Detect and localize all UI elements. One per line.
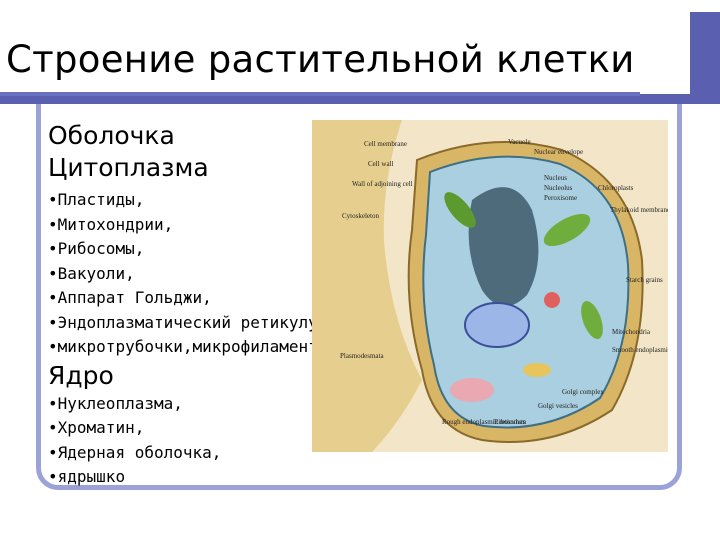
label-smooth-er: Smooth endoplasmic reticulum xyxy=(612,346,668,354)
label-wall-adjoining: Wall of adjoining cell xyxy=(352,180,413,188)
label-golgi-vesicles: Golgi vesicles xyxy=(538,402,578,410)
list-item: •ядрышко xyxy=(48,467,126,486)
label-peroxisome: Peroxisome xyxy=(544,194,577,202)
title-box xyxy=(0,12,690,94)
label-starch: Starch grains xyxy=(626,276,663,284)
label-mitochondria: Mitochondria xyxy=(612,328,651,336)
vacuole-shape xyxy=(468,187,539,307)
nucleus-shape xyxy=(464,302,530,348)
chloroplast-shape xyxy=(543,213,591,247)
adjoining-cell-wall xyxy=(312,120,422,452)
content-frame xyxy=(36,104,682,490)
label-cell-wall: Cell wall xyxy=(368,160,394,168)
mitochondrion-shape xyxy=(544,292,560,308)
list-item: •Рибосомы, xyxy=(48,239,145,258)
list-item: •Аппарат Гольджи, xyxy=(48,288,212,307)
list-item: •микротрубочки,микрофиламенты xyxy=(48,337,328,356)
label-vacuole: Vacuole xyxy=(508,138,531,146)
list-item: •Ядерная оболочка, xyxy=(48,442,222,462)
title-rule xyxy=(0,92,640,96)
list-item: •Хроматин, xyxy=(48,418,145,437)
label-golgi-complex: Golgi complex xyxy=(562,388,604,396)
plant-cell-illustration: Cell membrane Cell wall Wall of adjoinin… xyxy=(312,120,668,452)
heading-nucleus: Ядро xyxy=(48,360,114,390)
list-item: •Эндоплазматический ретикулум, xyxy=(48,312,337,332)
label-nuclear-envelope: Nuclear envelope xyxy=(534,148,583,156)
chloroplast-shape xyxy=(444,192,476,228)
heading-membrane: Оболочка xyxy=(48,121,175,150)
list-item: •Вакуоли, xyxy=(48,263,135,283)
chloroplast-shape xyxy=(581,300,603,340)
label-nucleus: Nucleus xyxy=(544,174,567,182)
label-thylakoid: Thylakoid membranes xyxy=(610,206,668,214)
heading-cytoplasm: Цитоплазма xyxy=(48,153,209,182)
label-chloroplasts: Chloroplasts xyxy=(598,184,634,192)
golgi-shape xyxy=(523,363,551,377)
label-plasmodesmata: Plasmodesmata xyxy=(340,352,384,360)
list-item: •Митохондрии, xyxy=(48,214,174,234)
rough-er-shape xyxy=(450,378,494,402)
label-nucleolus: Nucleolus xyxy=(544,184,573,192)
text-column: Оболочка Цитоплазма •Пластиды, •Митохонд… xyxy=(48,120,418,490)
label-cytoskeleton: Cytoskeleton xyxy=(342,212,379,220)
slide-title: Строение растительной клетки xyxy=(6,38,635,81)
label-cell-membrane: Cell membrane xyxy=(364,140,407,148)
label-ribosomes: Ribosomes xyxy=(494,418,525,426)
list-item: •Пластиды, xyxy=(48,190,145,209)
list-item: •Нуклеоплазма, xyxy=(48,393,183,413)
label-rough-er: Rough endoplasmic reticulum xyxy=(442,418,527,426)
